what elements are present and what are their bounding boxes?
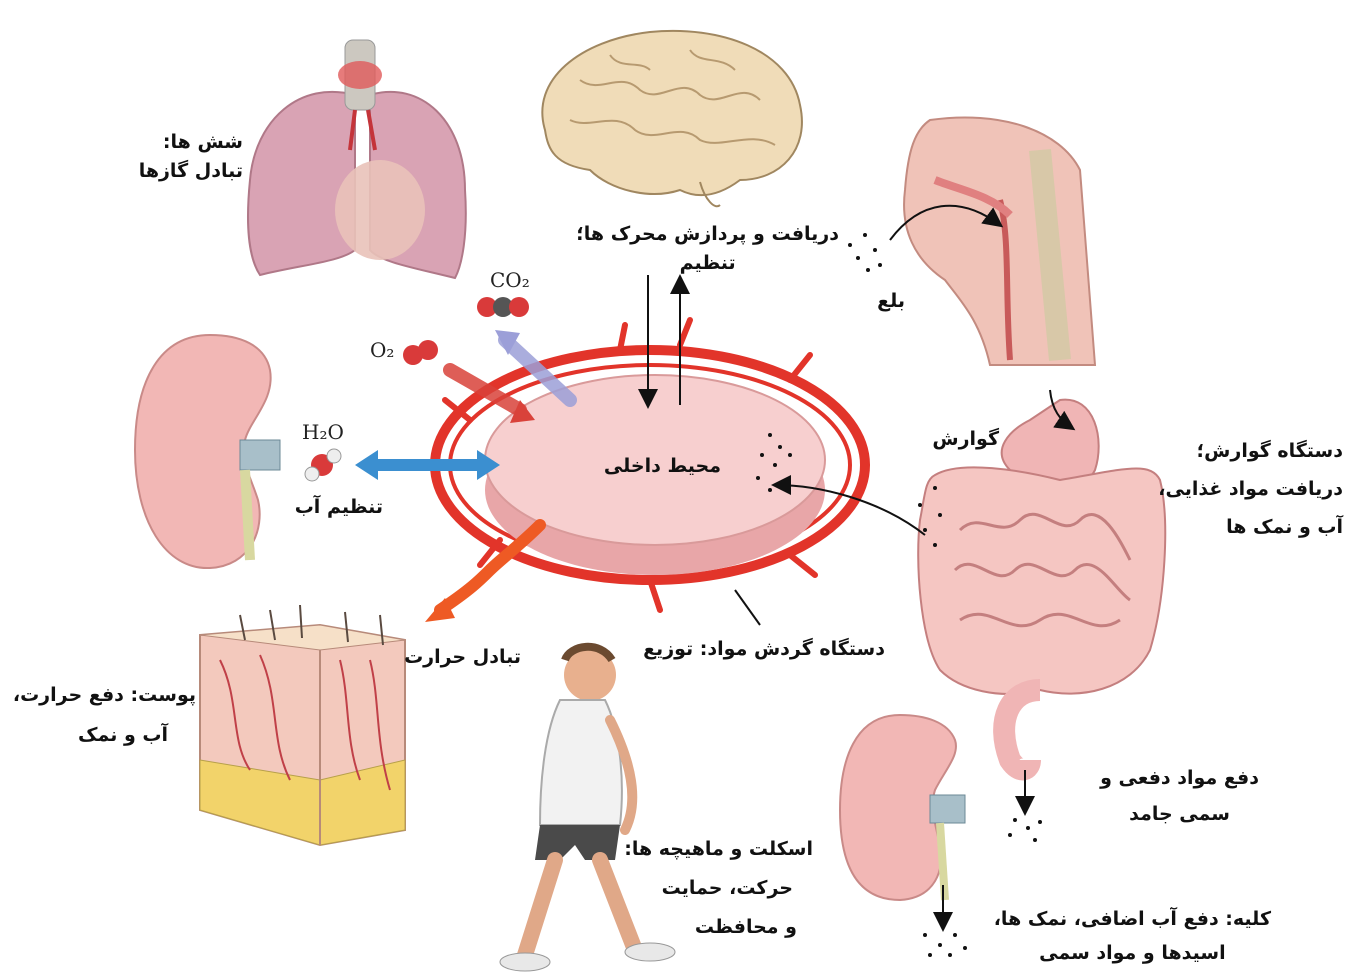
- swallow-label: بلع: [877, 287, 905, 316]
- o2-molecule: [403, 340, 438, 365]
- musculoskeletal-line1: اسکلت و ماهیچه ها:: [624, 830, 813, 869]
- heat-exchange-label: تبادل حرارت: [404, 643, 521, 672]
- skin-label: پوست: دفع حرارت، آب و نمک: [13, 676, 196, 756]
- digestion-label: گوارش: [932, 425, 999, 454]
- feces-label: دفع مواد دفعی و سمی جامد: [1100, 760, 1259, 832]
- musculoskeletal-line3: و محافظت: [624, 908, 813, 947]
- internal-environment-label: محیط داخلی: [604, 452, 721, 481]
- brain-label: دریافت و پردازش محرک ها؛ تنظیم: [576, 220, 839, 279]
- digestive-system-line3: آب و نمک ها: [1158, 508, 1343, 546]
- lungs-label-line2: تبادل گازها: [139, 157, 243, 186]
- co2-label: CO₂: [490, 268, 530, 292]
- water-regulation-label: تنظیم آب: [295, 493, 383, 522]
- musculoskeletal-line2: حرکت، حمایت: [624, 869, 813, 908]
- feces-label-line2: سمی جامد: [1100, 796, 1259, 832]
- skin-label-line2: آب و نمک: [13, 716, 196, 756]
- lungs-illustration: [248, 40, 466, 278]
- kidney-function-line2: اسیدها و مواد سمی: [994, 936, 1271, 970]
- brain-label-line2: تنظیم: [576, 249, 839, 278]
- lungs-label: شش ها: تبادل گازها: [139, 128, 243, 187]
- digestive-system-line2: دریافت مواد غذایی،: [1158, 470, 1343, 508]
- kidney-function-label: کلیه: دفع آب اضافی، نمک ها، اسیدها و موا…: [994, 902, 1271, 970]
- head-section-illustration: [904, 117, 1095, 365]
- kidney-right-illustration: [840, 715, 965, 900]
- water-arrow: [355, 450, 500, 480]
- feces-label-line1: دفع مواد دفعی و: [1100, 760, 1259, 796]
- co2-molecule: [477, 297, 529, 317]
- skin-label-line1: پوست: دفع حرارت،: [13, 676, 196, 716]
- digestive-system-label: دستگاه گوارش؛ دریافت مواد غذایی، آب و نم…: [1158, 432, 1343, 546]
- circulation-pointer: [735, 590, 760, 625]
- brain-label-line1: دریافت و پردازش محرک ها؛: [576, 220, 839, 249]
- brain-illustration: [542, 31, 802, 206]
- skin-illustration: [200, 605, 405, 845]
- digestive-system-line1: دستگاه گوارش؛: [1158, 432, 1343, 470]
- kidney-left-illustration: [135, 335, 280, 568]
- o2-label: O₂: [370, 338, 394, 362]
- h2o-molecule: [305, 449, 341, 481]
- intestine-illustration: [918, 400, 1165, 770]
- kidney-function-line1: کلیه: دفع آب اضافی، نمک ها،: [994, 902, 1271, 936]
- h2o-label: H₂O: [302, 420, 344, 444]
- musculoskeletal-label: اسکلت و ماهیچه ها: حرکت، حمایت و محافظت: [624, 830, 813, 947]
- circulatory-system-label: دستگاه گردش مواد: توزیع: [643, 635, 885, 664]
- lungs-label-line1: شش ها:: [139, 128, 243, 157]
